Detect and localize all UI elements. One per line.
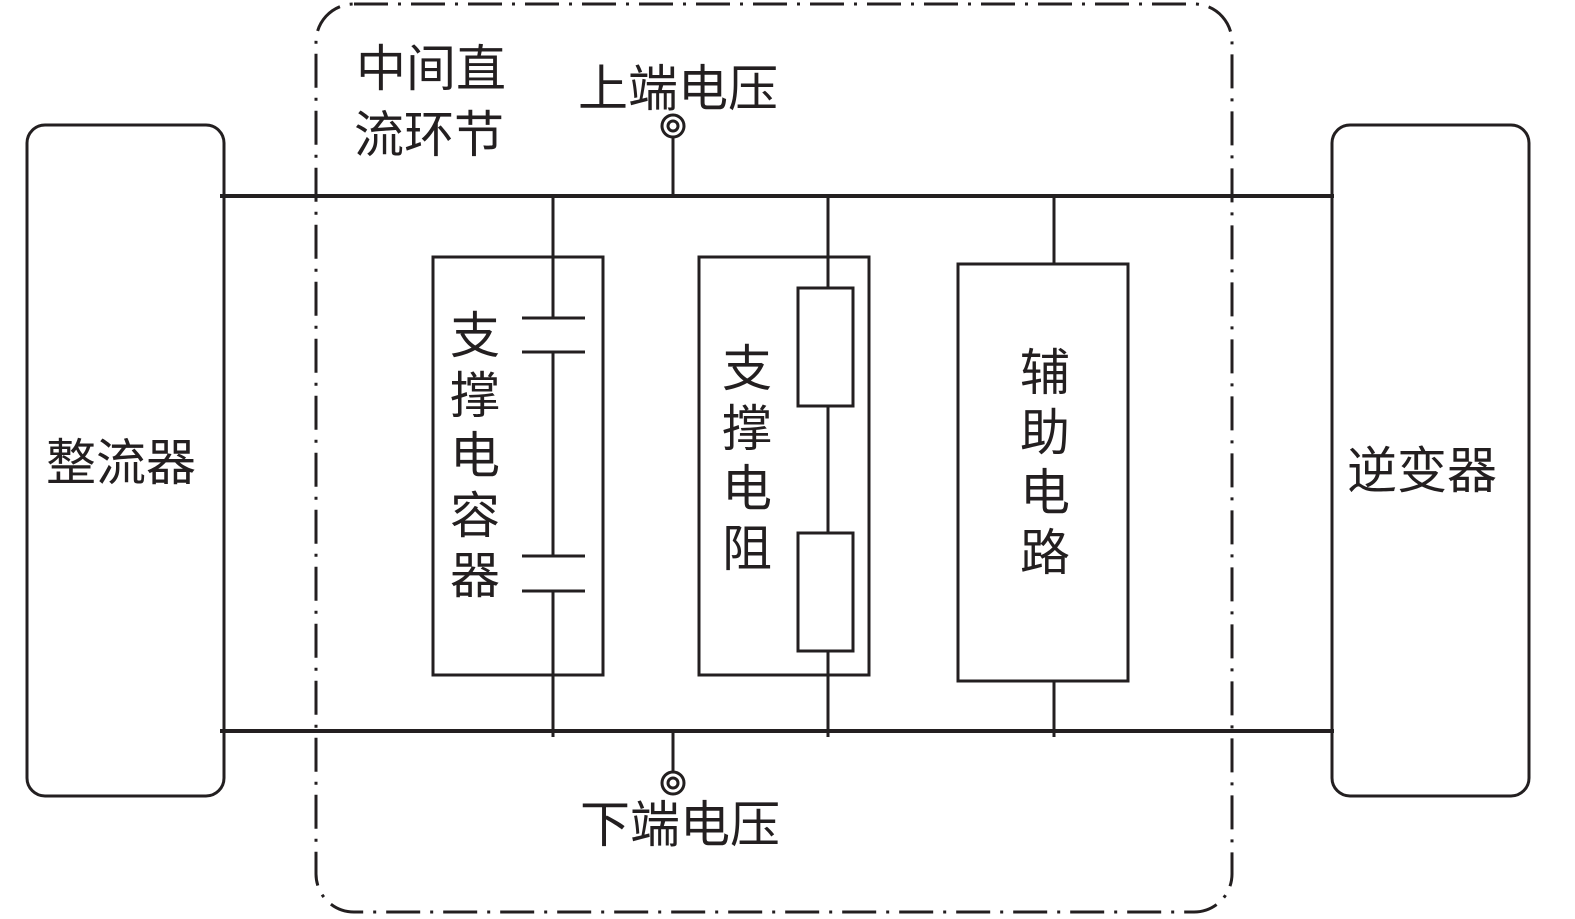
resistor-box xyxy=(697,255,871,677)
lower-voltage-label: 下端电压 xyxy=(580,796,780,854)
capacitor-box xyxy=(431,255,605,677)
rectifier-block xyxy=(25,123,226,798)
upper-terminal-outer-ring xyxy=(660,113,686,139)
upper-terminal-inner-ring xyxy=(666,119,680,133)
inverter-block xyxy=(1330,123,1531,798)
dc-link-title-line1: 中间直 xyxy=(356,40,506,98)
auxiliary-circuit-box xyxy=(956,262,1130,683)
upper-voltage-label: 上端电压 xyxy=(578,60,778,118)
rectifier-label: 整流器 xyxy=(46,434,196,492)
resistor-element xyxy=(796,286,855,408)
resistor-label: 支撑电阻 xyxy=(714,342,772,582)
auxiliary-circuit-label: 辅助电路 xyxy=(1012,346,1070,586)
resistor-element xyxy=(796,531,855,653)
capacitor-label: 支撑电容器 xyxy=(442,309,500,609)
dc-link-boundary xyxy=(314,2,1234,914)
inverter-label: 逆变器 xyxy=(1347,442,1497,500)
lower-terminal-inner-ring xyxy=(666,776,680,790)
lower-terminal-outer-ring xyxy=(660,770,686,796)
dc-link-title-line2: 流环节 xyxy=(354,106,504,164)
